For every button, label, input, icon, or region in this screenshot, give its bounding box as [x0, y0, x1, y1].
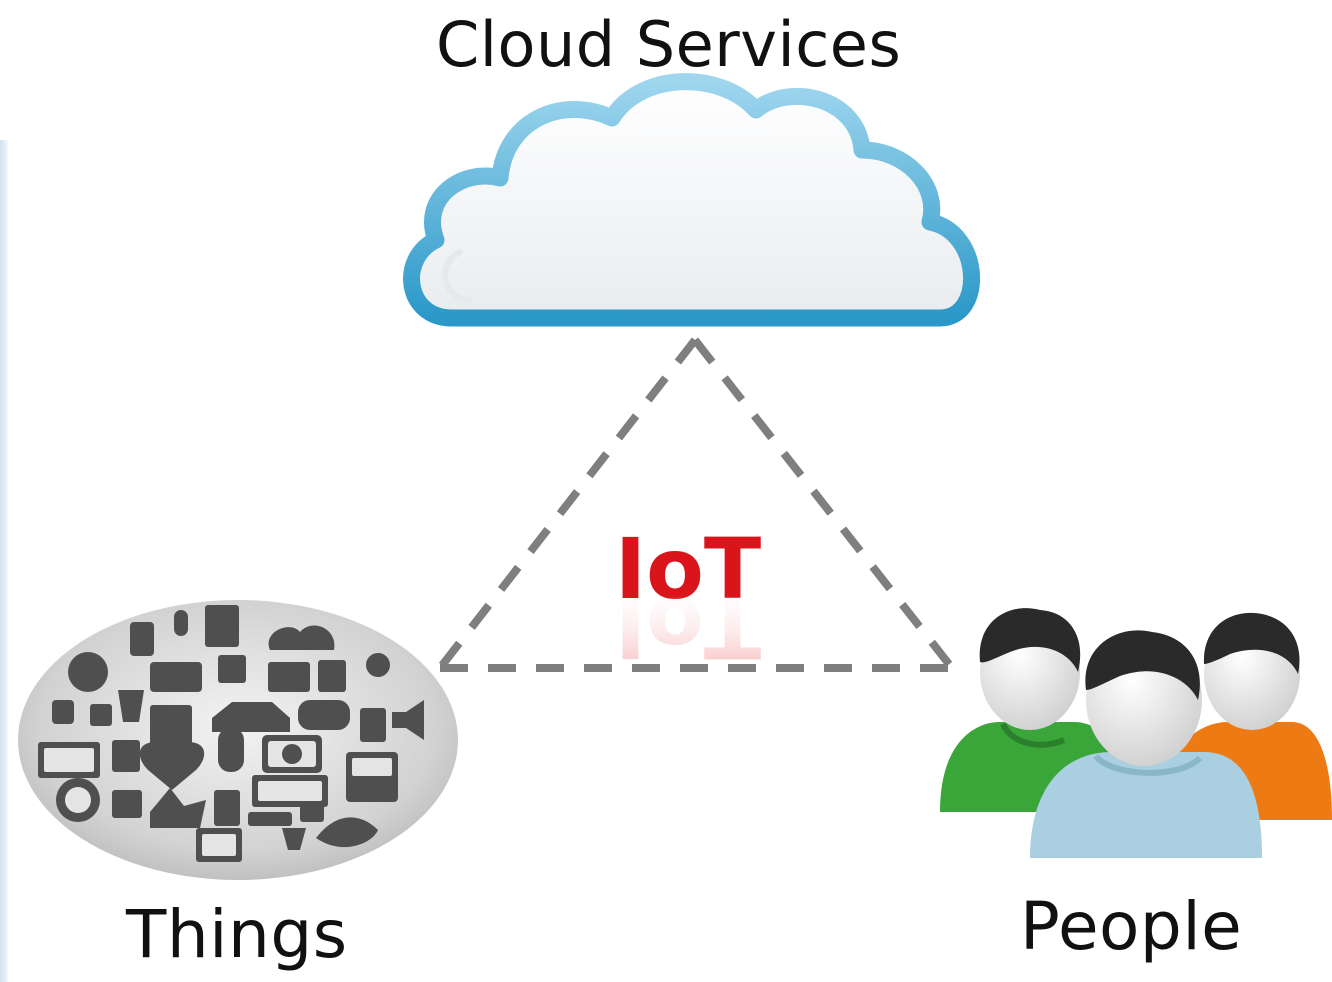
iot-label: IoT	[615, 520, 761, 618]
cloud-icon	[403, 73, 980, 327]
cloud-services-label: Cloud Services	[436, 8, 902, 81]
people-group-icon	[940, 608, 1332, 858]
things-label: Things	[126, 896, 348, 973]
iot-label-group: IoT IoT	[615, 520, 761, 676]
left-edge-strip	[0, 140, 9, 982]
connector-cloud-people	[691, 337, 956, 671]
person-blue-icon	[1030, 630, 1262, 858]
devices-collage-icon	[18, 600, 458, 880]
iot-label-reflection: IoT	[615, 578, 761, 676]
person-orange-icon	[1160, 612, 1332, 820]
people-label: People	[1020, 888, 1243, 965]
iot-triangle	[436, 337, 956, 672]
connector-cloud-things	[436, 337, 699, 671]
